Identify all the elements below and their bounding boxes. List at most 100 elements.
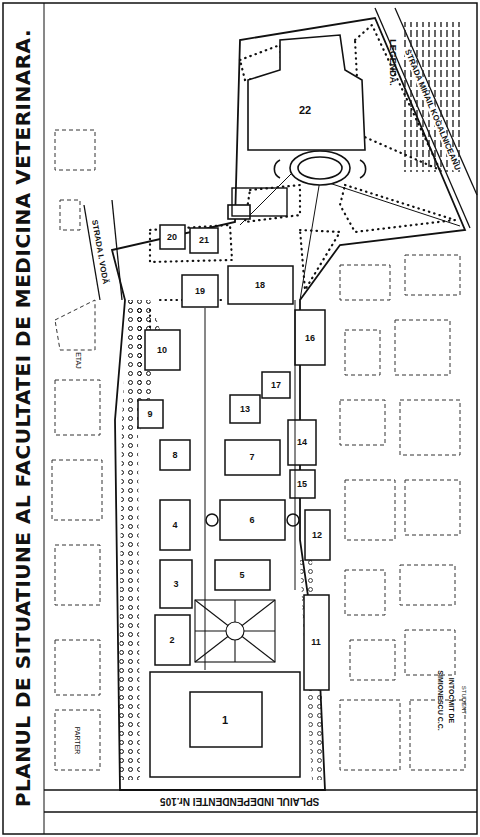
callout-number: 3: [173, 580, 178, 589]
map-title: PLANUL DE SITUATIUNE AL FACULTATEI DE ME…: [13, 29, 33, 807]
map-shape: [160, 500, 190, 550]
street-name: SPLAIUL INDEPENDENTEI Nr.105: [159, 796, 320, 806]
map-shape: [190, 692, 262, 747]
map-shape: [55, 710, 100, 770]
map-shape: [52, 460, 102, 520]
map-shape: [215, 560, 270, 590]
map-shape: [150, 25, 455, 330]
map-shape: [195, 600, 275, 662]
map-shape: [340, 265, 390, 300]
map-shape: [375, 8, 470, 228]
map-shape: [350, 640, 395, 680]
map-shape: [300, 180, 320, 300]
map-shape: [345, 480, 395, 540]
map-shape: [44, 3, 45, 834]
callout-number: 17: [271, 381, 281, 390]
map-shape: [345, 330, 380, 375]
map-shape: [400, 400, 460, 455]
map-shape: [195, 600, 275, 662]
callout-number: 4: [172, 521, 177, 530]
legend-heading: LEGENDA.: [387, 39, 396, 86]
map-shape: [138, 400, 163, 428]
map-shape: [112, 18, 465, 790]
street-name: STRADA I. VODĂ: [90, 218, 110, 285]
map-shape: [3, 3, 477, 834]
map-shape: [304, 595, 329, 690]
map-shape: [55, 130, 95, 170]
map-shape: [206, 514, 218, 526]
map-shape: [340, 700, 400, 770]
callout-number: 16: [305, 334, 315, 343]
map-shape: [52, 130, 465, 770]
map-shape: [60, 200, 80, 230]
map-shape: [150, 225, 232, 262]
map-shape: [44, 8, 477, 812]
map-shape: [205, 300, 295, 670]
map-shape: [55, 640, 100, 695]
map-shape: [405, 255, 460, 295]
callout-number: 11: [311, 638, 321, 647]
callout-number: 20: [167, 233, 177, 242]
callout-number: 14: [297, 438, 307, 447]
street-name: STRADA MIHAIL KOGALNICEANU: [402, 48, 461, 173]
callout-number: 22: [299, 105, 311, 116]
callout-number: 18: [255, 281, 265, 290]
callout-number: 5: [239, 571, 244, 580]
map-shape: [138, 225, 330, 777]
map-shape: [395, 320, 450, 375]
map-shape: [160, 440, 190, 470]
callout-number: 9: [147, 410, 152, 419]
map-shape: [298, 157, 342, 179]
floor-label: PARTER: [75, 725, 82, 755]
callout-number: 8: [172, 451, 177, 460]
map-shape: [300, 230, 340, 290]
callout-number: 10: [157, 346, 167, 355]
callout-number: 1: [222, 715, 228, 726]
map-shape: [232, 188, 287, 216]
map-shape: [287, 514, 299, 526]
author-note: STUDENT: [461, 686, 467, 714]
map-shape: [288, 420, 316, 465]
map-shape: [160, 225, 185, 249]
map-shape: [225, 440, 280, 475]
map-shape: [228, 35, 366, 219]
map-shape: [402, 22, 464, 172]
map-shape: [340, 400, 385, 445]
map-shape: [405, 480, 460, 535]
author-note: SIMIONESCU C.C.: [436, 670, 443, 730]
callout-number: 7: [249, 453, 254, 462]
map-shape: [220, 500, 285, 540]
map-shape: [195, 600, 275, 662]
map-shape: [205, 308, 206, 670]
map-shape: [230, 395, 260, 423]
map-shape: [290, 470, 315, 498]
map-shape: [295, 310, 325, 365]
map-shape: [290, 151, 350, 185]
map-shape: [262, 372, 290, 398]
map-shape: [55, 300, 95, 350]
map-shape: [155, 615, 190, 665]
map-shape: [160, 560, 192, 608]
map-shape: [190, 228, 218, 253]
map-shape: [182, 275, 218, 307]
callout-number: 12: [312, 531, 322, 540]
map-shape: [395, 8, 477, 195]
callout-number: 2: [169, 636, 174, 645]
map-shape: [195, 600, 275, 662]
map-shape: [226, 622, 244, 640]
map-shape: [405, 630, 455, 675]
map-shape: [145, 330, 180, 370]
map-shape: [228, 266, 293, 304]
map-shape: [305, 510, 330, 560]
author-note: INTOCMIT DE: [449, 677, 456, 722]
map-shape: [360, 160, 366, 178]
callout-number: 6: [249, 516, 254, 525]
callout-number: 13: [240, 405, 250, 414]
map-shape: [55, 545, 100, 605]
map-shape: [55, 380, 100, 435]
callout-number: 15: [297, 480, 307, 489]
floor-label: ETAJ: [74, 351, 81, 370]
map-shape: [150, 672, 300, 777]
